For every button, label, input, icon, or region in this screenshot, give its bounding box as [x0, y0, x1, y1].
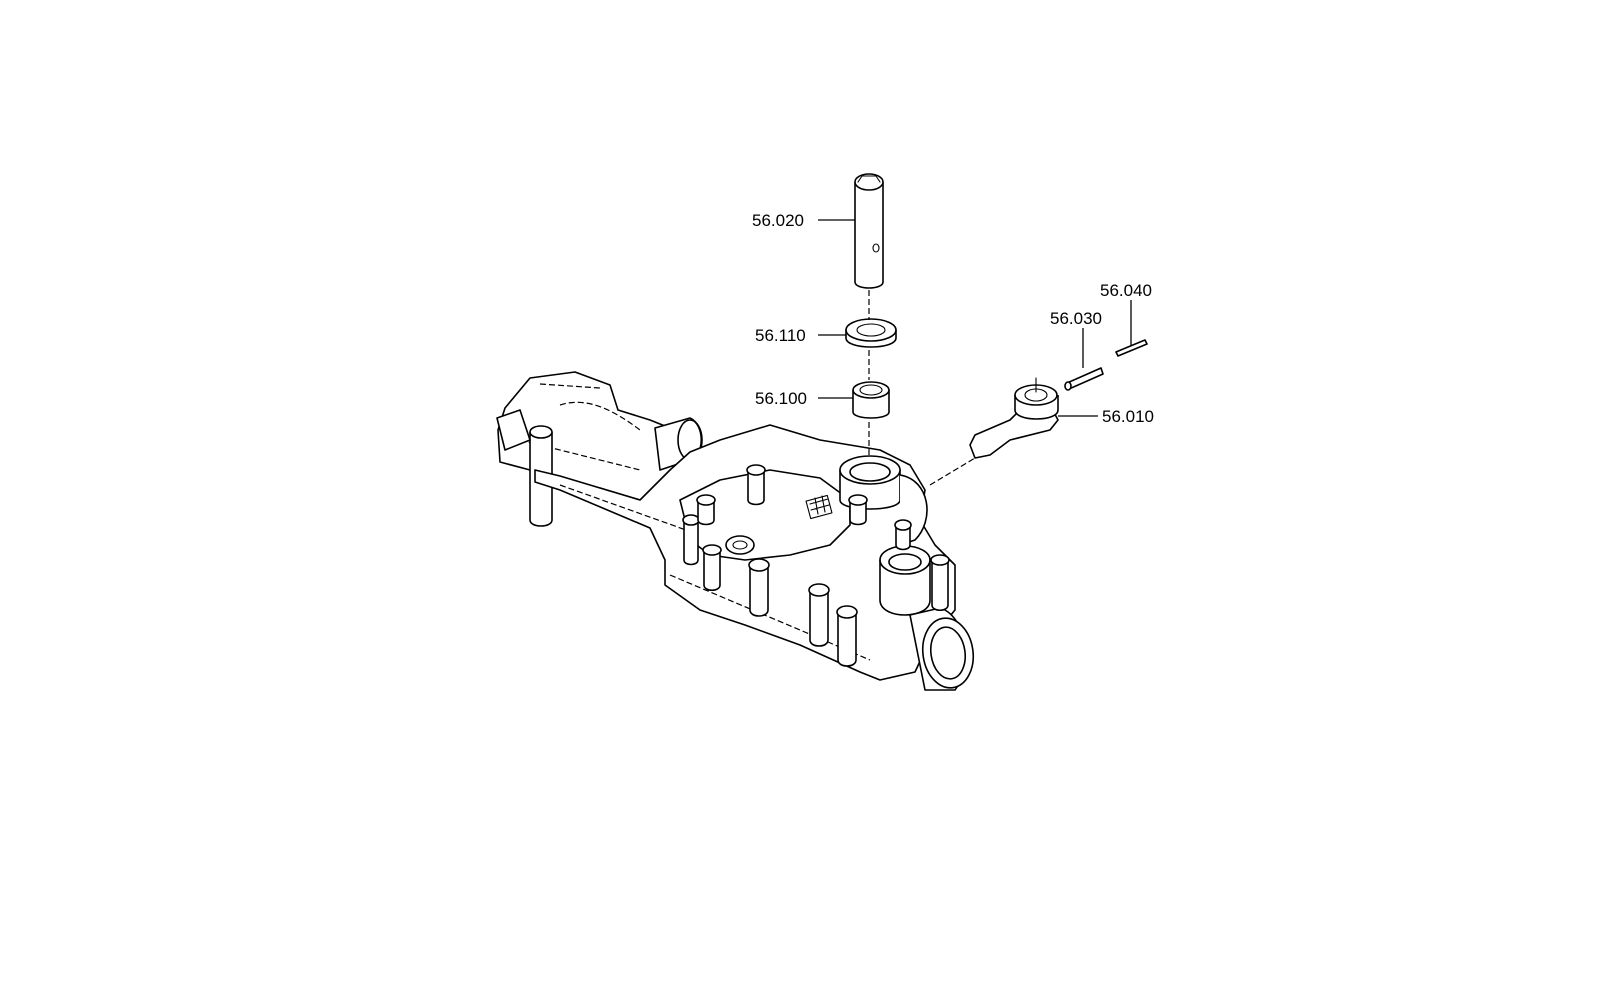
- roll-pin-drawing: [1115, 339, 1148, 357]
- label-56-030: 56.030: [1050, 309, 1102, 328]
- label-56-100: 56.100: [755, 389, 807, 408]
- pin-drawing: [1064, 367, 1104, 391]
- label-56-040: 56.040: [1100, 281, 1152, 300]
- lever-drawing: [969, 377, 1059, 459]
- lever-axis-line: [929, 457, 976, 486]
- label-56-110: 56.110: [755, 326, 806, 345]
- needle-bearing-drawing: [852, 381, 890, 419]
- shaft-drawing: [854, 173, 884, 289]
- label-56-020: 56.020: [752, 211, 804, 230]
- housing-drawing: [496, 371, 975, 691]
- seal-ring-drawing: [845, 318, 897, 348]
- label-56-010: 56.010: [1102, 407, 1154, 426]
